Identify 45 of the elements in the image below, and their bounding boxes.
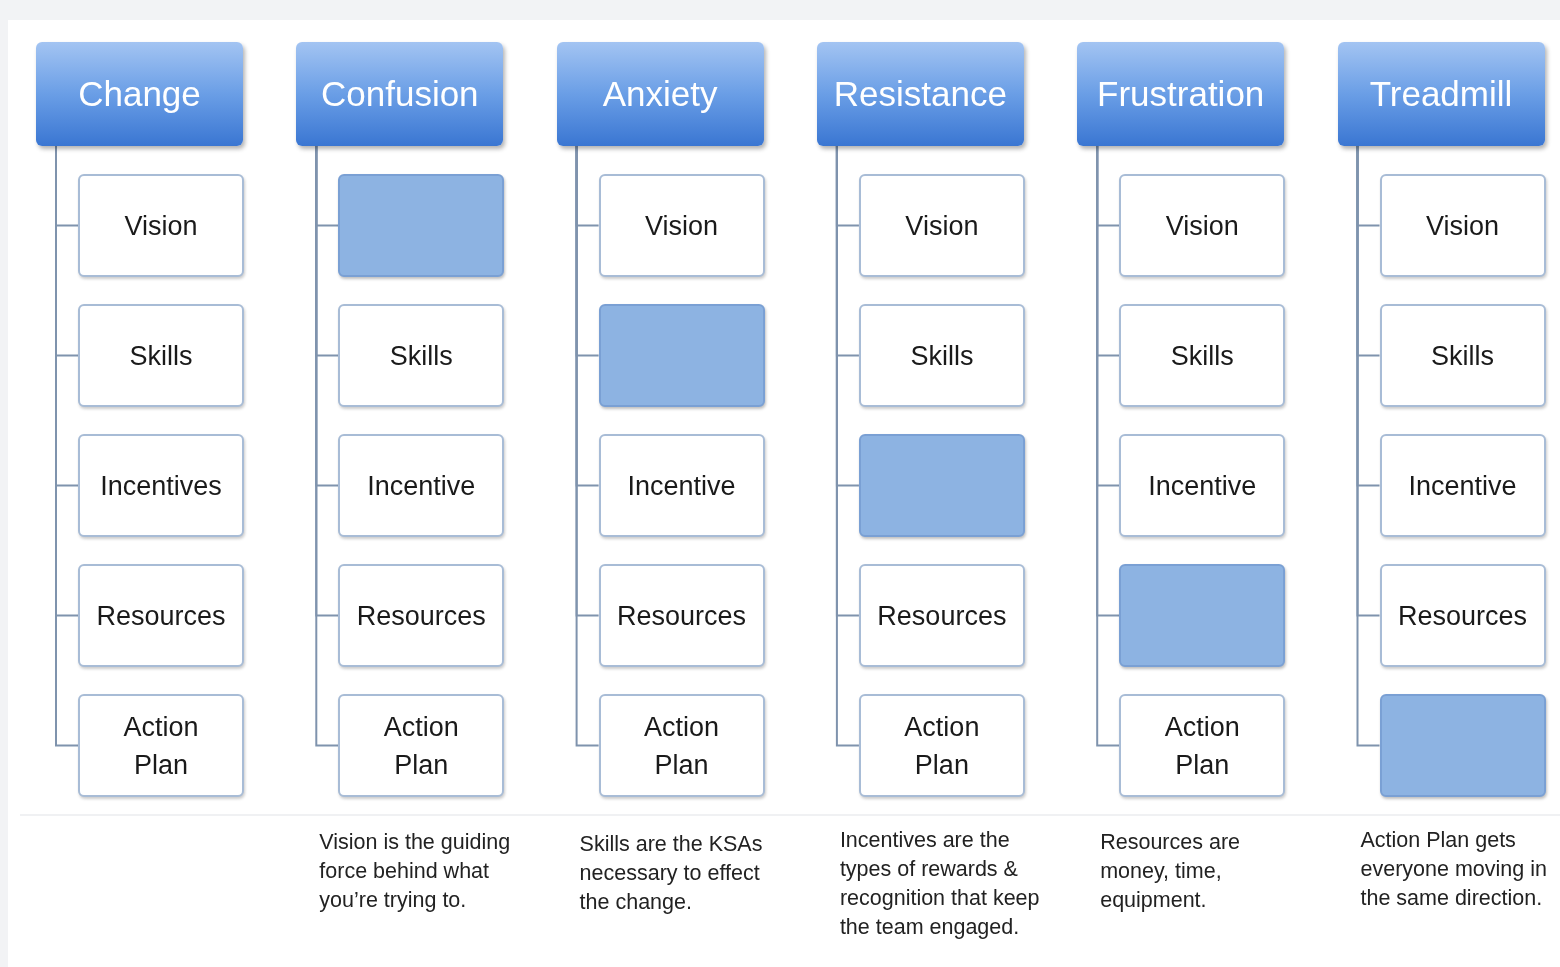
- factor-box: Skills: [858, 304, 1025, 407]
- factor-box: Incentives: [78, 434, 244, 537]
- factor-box: Resources: [598, 564, 765, 667]
- column-header: Treadmill: [1337, 42, 1545, 146]
- factor-box: Action Plan: [1119, 694, 1286, 797]
- factor-box: Action Plan: [338, 694, 505, 797]
- caption-text: Skills are the KSAs necessary to effect the change.: [579, 831, 764, 916]
- factor-box: Skills: [1119, 304, 1286, 407]
- factor-box: Resources: [338, 564, 505, 667]
- caption-text: Incentives are the types of rewards & recognition that keep the team engaged.: [839, 827, 1041, 941]
- factor-box: Skills: [338, 304, 505, 407]
- factor-box: Incentive: [338, 434, 505, 537]
- factor-box: Vision: [78, 174, 244, 277]
- empty-box: [1379, 694, 1546, 797]
- factor-box: Action Plan: [858, 694, 1025, 797]
- factor-box: Incentive: [1119, 434, 1286, 537]
- factor-box: Resources: [1379, 564, 1546, 667]
- tree-connector: [315, 145, 340, 747]
- empty-box: [338, 174, 505, 277]
- factor-box: Resources: [78, 564, 244, 667]
- factor-box: Action Plan: [78, 694, 244, 797]
- tree-connector: [575, 145, 600, 747]
- factor-box: Vision: [858, 174, 1025, 277]
- factor-box: Skills: [78, 304, 244, 407]
- tree-connector: [1096, 145, 1121, 747]
- column-header: Confusion: [296, 42, 504, 146]
- factor-box: Incentive: [1379, 434, 1546, 537]
- factor-box: Vision: [1379, 174, 1546, 277]
- empty-box: [1119, 564, 1286, 667]
- factor-box: Action Plan: [598, 694, 765, 797]
- factor-box: Incentive: [598, 434, 765, 537]
- caption-text: Resources are money, time, equipment.: [1100, 829, 1241, 914]
- factor-box: Resources: [858, 564, 1025, 667]
- factor-box: Skills: [1379, 304, 1546, 407]
- factor-box: Vision: [598, 174, 765, 277]
- column-header: Change: [36, 42, 243, 146]
- caption-text: Vision is the guiding force behind what you’re trying to.: [319, 829, 512, 914]
- column-header: Resistance: [816, 42, 1024, 146]
- empty-box: [598, 304, 765, 407]
- tree-connector: [835, 145, 860, 747]
- caption-text: Action Plan gets everyone moving in the same direction.: [1360, 827, 1548, 912]
- column-header: Frustration: [1077, 42, 1285, 146]
- column-header: Anxiety: [556, 42, 764, 146]
- empty-box: [858, 434, 1025, 537]
- factor-box: Vision: [1119, 174, 1286, 277]
